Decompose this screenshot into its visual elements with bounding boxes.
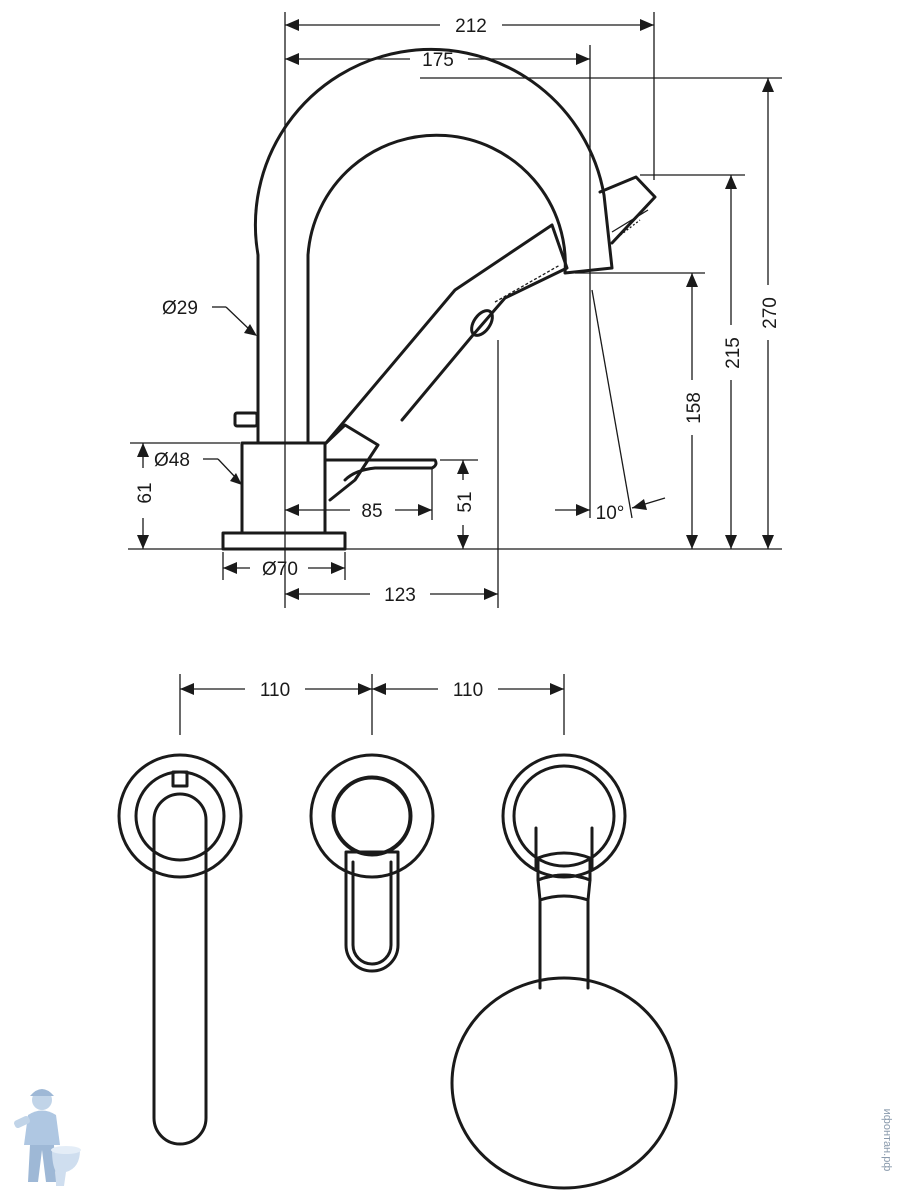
hand-shower [324,223,569,445]
dim-85: 85 [361,501,382,522]
watermark-text: ифонтан.рф [881,1109,893,1172]
dim-175: 175 [422,50,454,71]
dim-angle-10: 10° [596,503,625,524]
dim-215: 215 [723,337,744,369]
dim-110-right: 110 [453,680,483,701]
side-view: 212 175 270 215 158 51 61 Ø29 [128,12,782,608]
spout-top [117,753,243,1146]
valve-body [240,441,327,535]
dim-123: 123 [384,585,416,606]
top-view: 110 110 [117,674,678,1190]
dim-diameter-48: Ø48 [154,450,190,471]
diverter-knob [233,411,259,428]
dim-61: 61 [135,482,156,503]
dim-diameter-29: Ø29 [162,298,198,319]
handshower-top [450,753,678,1190]
dim-diameter-70: Ø70 [262,559,298,580]
dim-51: 51 [455,491,476,512]
dim-158: 158 [684,392,705,424]
lever-handle [323,458,438,482]
dim-212: 212 [455,16,487,37]
spout [253,47,614,445]
spout-head [598,175,657,245]
mixer-top [309,753,435,973]
dim-110-left: 110 [260,680,290,701]
plumber-mascot-icon [14,1089,81,1186]
base-plate [221,531,347,551]
dim-270: 270 [760,297,781,329]
